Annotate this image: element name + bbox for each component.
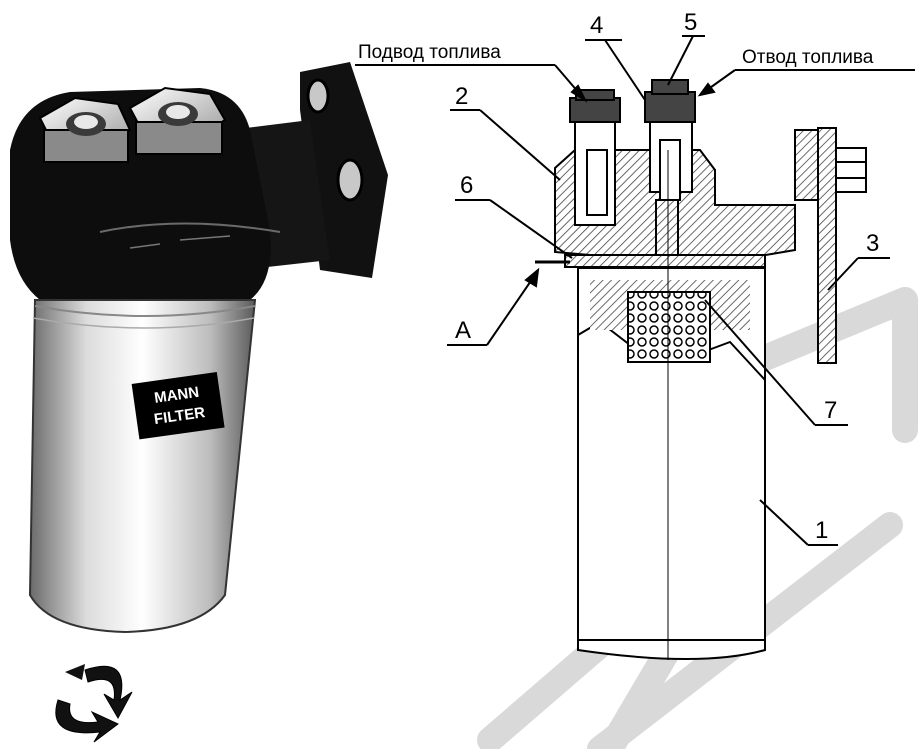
outlet-fitting	[644, 91, 696, 123]
bracket-bolt	[835, 147, 867, 193]
outlet-fitting-nut	[128, 86, 227, 155]
rotation-arrows-icon	[55, 664, 133, 743]
inlet-fitting-nut	[38, 96, 132, 163]
seal-ring	[564, 254, 766, 268]
label-part-3: 3	[866, 230, 879, 257]
section-cartridge	[577, 267, 766, 660]
label-part-5: 5	[684, 9, 697, 36]
leader-lines	[355, 35, 915, 546]
labels: Подвод топлива Отвод топлива 4 5 2 6 А 3…	[358, 9, 879, 544]
label-fuel-in: Подвод топлива	[358, 42, 501, 63]
filter-cartridge	[28, 299, 257, 634]
bracket-hole-bottom	[336, 158, 364, 202]
label-part-2: 2	[455, 83, 468, 110]
inlet-fitting	[569, 97, 621, 123]
brand-line1: MANN	[153, 384, 200, 407]
label-fuel-out: Отвод топлива	[742, 47, 874, 68]
brand-label: MANN FILTER	[131, 371, 225, 440]
label-part-4: 4	[590, 12, 603, 39]
label-point-a: А	[455, 317, 471, 344]
filter-illustration: MANN FILTER	[10, 62, 388, 743]
bracket-hole-top	[306, 78, 330, 114]
cross-section	[535, 79, 867, 660]
filter-mesh	[627, 291, 711, 363]
label-part-7: 7	[824, 397, 837, 424]
label-part-1: 1	[815, 517, 828, 544]
label-part-6: 6	[460, 172, 473, 199]
